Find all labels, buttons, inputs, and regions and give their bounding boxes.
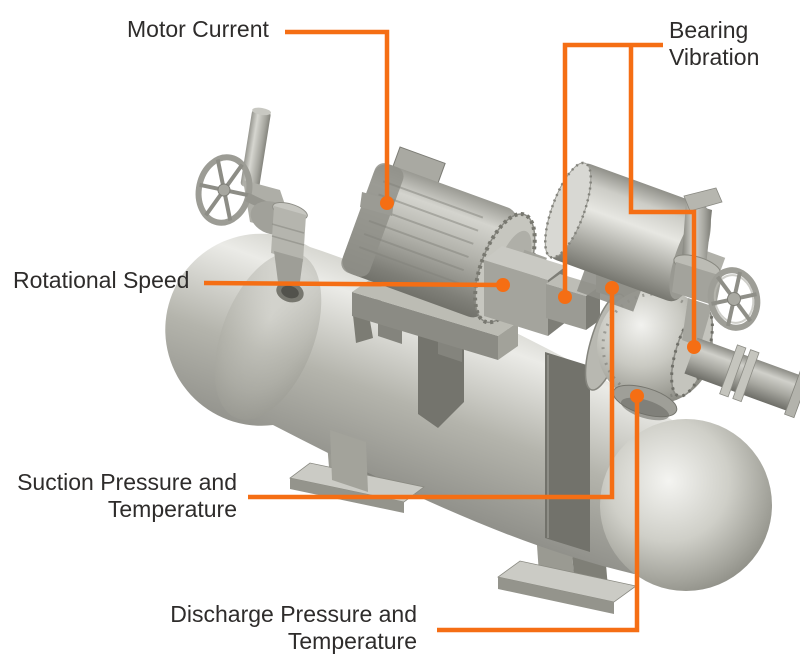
callout-lines [203,29,701,633]
callout-line-motor-current [285,29,390,203]
callout-dot-bearing-vibration-1 [558,290,572,304]
right-valve [672,187,761,347]
callout-label-line: Suction Pressure and [17,469,237,495]
callout-dot-rotational-speed [496,278,510,292]
callout-label-line: Discharge Pressure and [170,601,417,627]
bearing-pedestal [546,274,600,330]
valve-stem-riser [682,202,712,266]
right-handwheel [707,267,761,331]
callout-label-motor-current: Motor Current [127,16,269,43]
callout-label-line: Rotational Speed [13,267,190,293]
callout-dot-bearing-vibration-2 [687,340,701,354]
callout-label-line: Temperature [107,496,237,522]
equipment-illustration [165,107,800,614]
callout-label-rotational-speed: Rotational Speed [13,267,189,294]
callout-line-discharge [437,396,640,633]
callout-label-line: Motor Current [127,16,269,42]
callout-label-bearing-vibration: Bearing Vibration [669,17,759,71]
callout-dot-discharge [630,389,644,403]
callout-label-discharge-pressure-temperature: Discharge Pressure and Temperature [0,601,417,655]
callout-line-rotational-speed [203,280,504,288]
callout-label-line: Bearing [669,17,749,43]
callout-line-suction [248,288,615,500]
callout-dot-motor-current [380,196,394,210]
motor-nameplate [360,192,394,216]
callout-dot-suction [605,281,619,295]
callout-label-line: Vibration [669,44,760,70]
motor-frame [352,278,518,362]
left-valve-riser [240,109,271,189]
discharge-pipe [684,337,800,419]
callout-line-bearing-vibration-2 [628,45,697,347]
left-valve [195,107,308,303]
tank-end-dome [600,419,772,591]
callout-label-line: Temperature [287,628,417,654]
callout-label-suction-pressure-temperature: Suction Pressure and Temperature [0,469,237,523]
